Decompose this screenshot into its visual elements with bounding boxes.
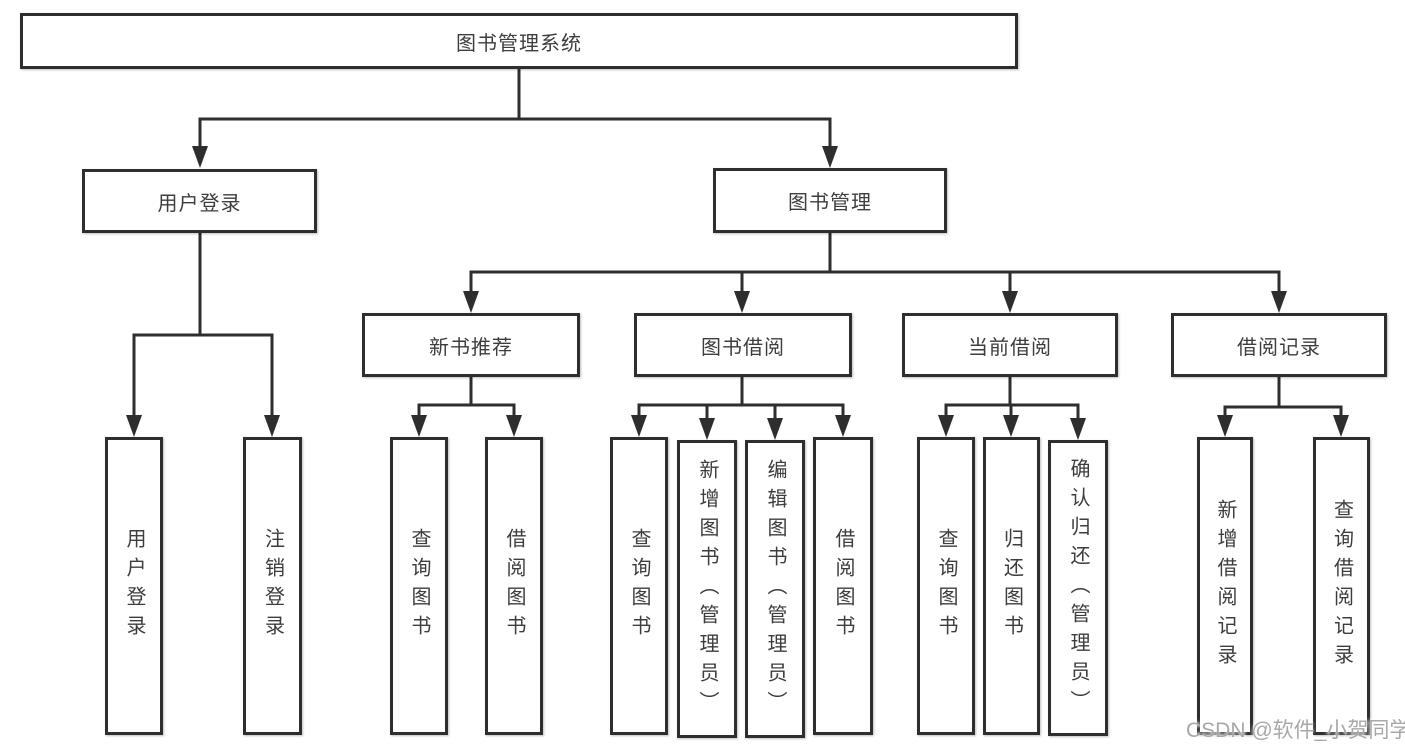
leaf-user-login-label: 用户登录	[123, 528, 145, 644]
node-book-management: 图书管理	[713, 168, 947, 233]
leaf-add-book-admin-label: 新增图书（管理员）	[696, 458, 718, 720]
connector-borrow-record-to-leaves	[1217, 377, 1349, 437]
leaf-newbook-query-books: 查询图书	[390, 437, 448, 735]
node-book-borrow: 图书借阅	[634, 313, 852, 377]
leaf-confirm-return-admin: 确认归还（管理员）	[1048, 440, 1108, 736]
node-current-borrow-label: 当前借阅	[968, 336, 1052, 359]
node-book-borrow-label: 图书借阅	[701, 336, 785, 359]
leaf-return-books-label: 归还图书	[1000, 528, 1023, 644]
node-root-system: 图书管理系统	[20, 13, 1018, 69]
node-current-borrow: 当前借阅	[902, 313, 1118, 377]
leaf-newbook-borrow-books: 借阅图书	[485, 437, 543, 735]
leaf-newbook-query-books-label: 查询图书	[408, 528, 430, 644]
node-borrow-record-label: 借阅记录	[1237, 336, 1321, 359]
leaf-borrow-query-books-label: 查询图书	[628, 528, 650, 644]
leaf-current-query-books-label: 查询图书	[935, 528, 957, 644]
leaf-logout: 注销登录	[243, 437, 302, 735]
leaf-user-login: 用户登录	[105, 437, 163, 735]
leaf-borrow-borrow-books: 借阅图书	[813, 437, 873, 735]
leaf-borrow-borrow-books-label: 借阅图书	[832, 528, 854, 644]
leaf-edit-book-admin: 编辑图书（管理员）	[745, 440, 805, 738]
node-borrow-record: 借阅记录	[1171, 313, 1387, 377]
leaf-edit-book-admin-label: 编辑图书（管理员）	[764, 458, 786, 720]
node-book-management-label: 图书管理	[788, 192, 872, 214]
connector-root-to-level2	[192, 69, 838, 168]
leaf-query-borrow-record: 查询借阅记录	[1313, 437, 1370, 735]
node-new-book-recommend: 新书推荐	[362, 313, 580, 377]
leaf-current-query-books: 查询图书	[917, 437, 975, 735]
node-user-login: 用户登录	[82, 169, 317, 233]
connector-current-borrow-to-leaves	[938, 377, 1086, 440]
leaf-query-borrow-record-label: 查询借阅记录	[1330, 499, 1353, 673]
node-root-system-label: 图书管理系统	[456, 32, 582, 55]
connector-user-login-to-leaves	[126, 233, 280, 437]
node-user-login-label: 用户登录	[157, 192, 242, 215]
leaf-add-borrow-record-label: 新增借阅记录	[1214, 499, 1236, 673]
leaf-confirm-return-admin-label: 确认归还（管理员）	[1067, 457, 1089, 719]
node-new-book-recommend-label: 新书推荐	[429, 336, 513, 359]
leaf-add-borrow-record: 新增借阅记录	[1197, 437, 1253, 735]
leaf-newbook-borrow-books-label: 借阅图书	[503, 528, 525, 644]
connector-book-management-to-level3	[463, 233, 1287, 313]
leaf-borrow-query-books: 查询图书	[610, 437, 668, 735]
connector-book-borrow-to-leaves	[631, 377, 851, 440]
leaf-add-book-admin: 新增图书（管理员）	[677, 440, 737, 738]
leaf-return-books: 归还图书	[983, 437, 1040, 735]
connector-new-book-to-leaves	[411, 377, 522, 437]
leaf-logout-label: 注销登录	[261, 528, 284, 644]
csdn-watermark: CSDN @软件_小贺同学	[1186, 719, 1405, 742]
